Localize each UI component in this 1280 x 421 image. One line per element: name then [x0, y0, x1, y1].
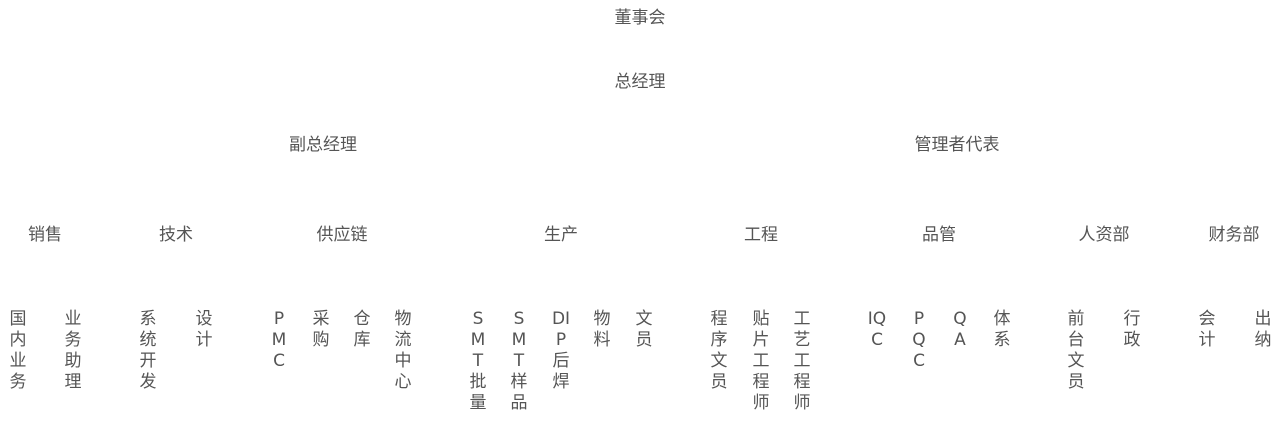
role-system-development: 系统开发 [139, 309, 157, 392]
role-clerk: 文员 [635, 309, 653, 350]
general-manager: 总经理 [614, 72, 666, 92]
dept-production: 生产 [544, 225, 578, 245]
role-iqc: IQC [867, 309, 887, 350]
role-design: 设计 [195, 309, 213, 350]
dept-engineering: 工程 [744, 225, 778, 245]
role-administration: 行政 [1123, 309, 1141, 350]
role-smt-sample: SMT样品 [510, 309, 528, 413]
role-accountant: 会计 [1198, 309, 1216, 350]
deputy-general-manager: 副总经理 [289, 135, 357, 155]
dept-hr: 人资部 [1078, 225, 1130, 245]
role-program-clerk: 程序文员 [710, 309, 728, 392]
role-smt-batch: SMT批量 [469, 309, 487, 413]
dept-supply-chain: 供应链 [316, 225, 368, 245]
role-domestic-business: 国内业务 [9, 309, 27, 392]
role-pmc: PMC [271, 309, 287, 371]
board-of-directors: 董事会 [614, 8, 666, 28]
role-purchasing: 采购 [312, 309, 330, 350]
dept-finance: 财务部 [1208, 225, 1260, 245]
role-materials: 物料 [593, 309, 611, 350]
role-business-assistant: 业务助理 [64, 309, 82, 392]
dept-quality: 品管 [922, 225, 956, 245]
role-qa: QA [953, 309, 967, 350]
role-dip-post-solder: DIP后焊 [551, 309, 571, 392]
role-front-desk: 前台文员 [1067, 309, 1085, 392]
dept-tech: 技术 [159, 225, 193, 245]
role-pqc: PQC [912, 309, 926, 371]
role-process-engineer: 工艺工程师 [793, 309, 811, 413]
management-representative: 管理者代表 [914, 135, 1000, 155]
role-system: 体系 [993, 309, 1011, 350]
role-cashier: 出纳 [1254, 309, 1272, 350]
role-warehouse: 仓库 [353, 309, 371, 350]
dept-sales: 销售 [28, 225, 62, 245]
role-smt-engineer: 贴片工程师 [752, 309, 770, 413]
role-logistics-center: 物流中心 [394, 309, 412, 392]
